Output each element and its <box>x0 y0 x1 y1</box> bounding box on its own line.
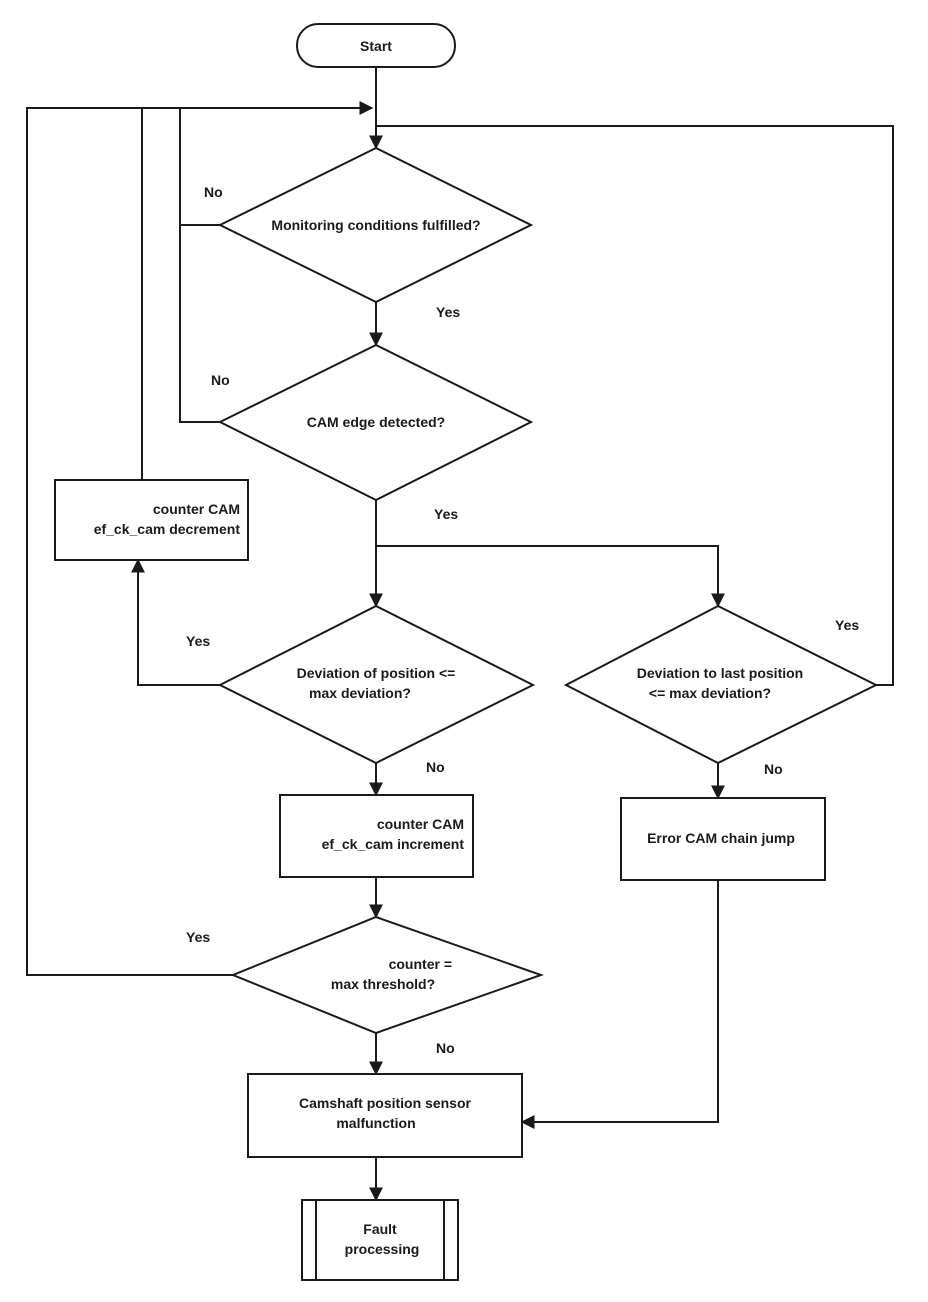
decision-deviation-position-shape <box>217 604 536 765</box>
label-deviation-pos-no: No <box>426 759 445 775</box>
label-threshold-no: No <box>436 1040 455 1056</box>
process-counter-increment: counter CAM ef_ck_cam increment <box>279 794 474 878</box>
process-counter-increment-shape <box>279 794 474 878</box>
connector-error-to-malfunction <box>520 880 719 1129</box>
decision-counter-threshold-shape <box>230 915 545 1035</box>
connector-deviation-last-yes-loop <box>376 125 894 686</box>
decision-deviation-last-position: Deviation to last position <= max deviat… <box>563 604 879 765</box>
decision-counter-threshold-line-1: counter = <box>389 956 452 972</box>
process-camshaft-line-2: malfunction <box>336 1115 415 1131</box>
process-counter-decrement-line-1: counter CAM <box>153 501 240 517</box>
decision-deviation-last-line-1: Deviation to last position <box>637 665 803 681</box>
process-error-cam-chain-jump: Error CAM chain jump <box>620 797 826 881</box>
connector-split-to-deviation-last <box>376 545 725 608</box>
process-camshaft-line-1: Camshaft position sensor <box>299 1095 471 1111</box>
decision-deviation-last-shape <box>563 604 879 765</box>
decision-counter-threshold: counter = max threshold? <box>230 915 545 1035</box>
process-error-shape <box>620 797 826 881</box>
connector-threshold-yes-loop <box>26 107 372 976</box>
predefined-fault-shape <box>301 1199 459 1281</box>
label-monitor-no: No <box>204 184 223 200</box>
connector-cam-edge-no-loop <box>179 225 220 423</box>
decision-deviation-position: Deviation of position <= max deviation? <box>217 604 536 765</box>
decision-counter-threshold-line-2: max threshold? <box>331 976 435 992</box>
label-deviation-last-yes: Yes <box>835 617 859 633</box>
start-terminator <box>296 23 456 68</box>
connector-deviation-pos-yes-to-decrement <box>131 558 220 686</box>
label-cam-edge-yes: Yes <box>434 506 458 522</box>
predefined-fault-line-2: processing <box>345 1241 420 1257</box>
branch-labels: No Yes No Yes Yes No Yes No Yes No <box>186 184 859 1056</box>
node-start-line-1: Start <box>360 38 392 54</box>
process-camshaft-shape <box>247 1073 523 1158</box>
process-error-line-1: Error CAM chain jump <box>647 830 795 846</box>
decision-monitoring-conditions: Monitoring conditions fulfilled? <box>217 146 534 304</box>
process-counter-decrement: counter CAM ef_ck_cam decrement <box>54 479 249 561</box>
decision-deviation-position-line-2: max deviation? <box>309 685 411 701</box>
connectors <box>26 67 894 1202</box>
process-counter-decrement-line-2: ef_ck_cam decrement <box>94 521 241 537</box>
decision-deviation-last-line-2: <= max deviation? <box>649 685 771 701</box>
label-threshold-yes: Yes <box>186 929 210 945</box>
predefined-fault-line-1: Fault <box>363 1221 397 1237</box>
process-counter-increment-line-1: counter CAM <box>377 816 464 832</box>
decision-monitoring-line-1: Monitoring conditions fulfilled? <box>271 217 480 233</box>
decision-cam-edge: CAM edge detected? <box>217 343 534 502</box>
decision-cam-edge-line-1: CAM edge detected? <box>307 414 445 430</box>
decision-cam-edge-shape <box>217 343 534 502</box>
label-cam-edge-no: No <box>211 372 230 388</box>
process-camshaft-malfunction: Camshaft position sensor malfunction <box>247 1073 523 1158</box>
process-counter-increment-line-2: ef_ck_cam increment <box>322 836 465 852</box>
label-deviation-last-no: No <box>764 761 783 777</box>
node-start: Start <box>296 23 456 68</box>
decision-deviation-position-line-1: Deviation of position <= <box>297 665 456 681</box>
label-monitor-yes: Yes <box>436 304 460 320</box>
process-counter-decrement-shape <box>54 479 249 561</box>
predefined-process-fault: Fault processing <box>301 1199 459 1281</box>
label-deviation-pos-yes: Yes <box>186 633 210 649</box>
decision-monitoring-shape <box>217 146 534 304</box>
